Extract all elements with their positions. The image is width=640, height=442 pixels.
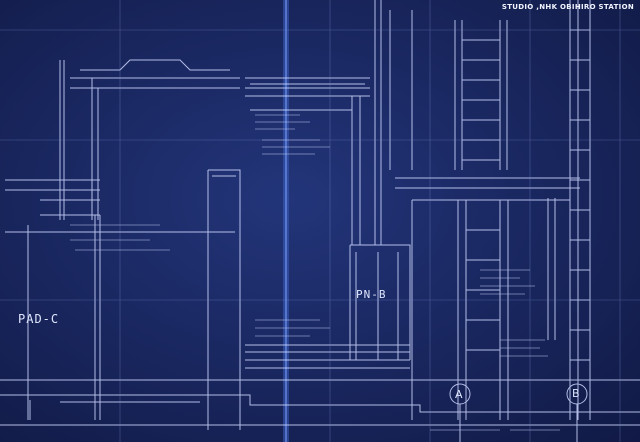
pn-label: PN-B (356, 288, 387, 301)
grid-marker-b: B (572, 387, 580, 400)
drawing-caption: STUDIO ,NHK OBIHIRO STATION (501, 3, 634, 11)
pad-label: PAD-C (18, 312, 60, 326)
grid-marker-a: A (455, 388, 463, 401)
